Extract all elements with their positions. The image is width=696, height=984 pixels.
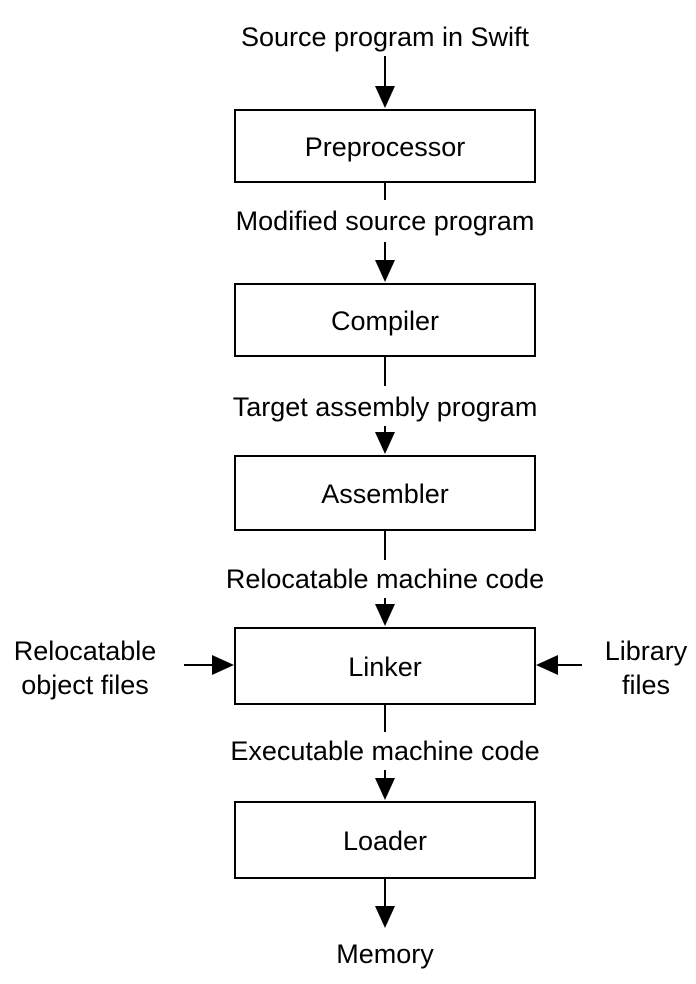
assembler-label: Assembler bbox=[321, 479, 449, 509]
compiler-node: Compiler bbox=[234, 283, 536, 357]
relocatable-object-files-label-line2: object files bbox=[21, 670, 149, 700]
compiler-label: Compiler bbox=[331, 306, 439, 336]
target-assembly-program-label: Target assembly program bbox=[233, 392, 538, 422]
executable-machine-code-label: Executable machine code bbox=[230, 736, 539, 766]
linker-box bbox=[234, 627, 536, 705]
library-files-label-line1: Library bbox=[605, 636, 688, 666]
preprocessor-label: Preprocessor bbox=[305, 132, 466, 162]
loader-node: Loader bbox=[234, 801, 536, 879]
compiler-box bbox=[234, 283, 536, 357]
source-program-label: Source program in Swift bbox=[241, 22, 530, 52]
modified-source-program-label: Modified source program bbox=[236, 206, 535, 236]
assembler-box bbox=[234, 455, 536, 531]
arrow-to-linker bbox=[375, 598, 395, 626]
memory-label: Memory bbox=[336, 939, 434, 969]
arrow-input-to-preprocessor bbox=[375, 56, 395, 108]
library-files-label-line2: files bbox=[622, 670, 670, 700]
loader-label: Loader bbox=[343, 826, 427, 856]
arrow-to-assembler bbox=[375, 426, 395, 454]
relocatable-object-files-label-line1: Relocatable bbox=[14, 636, 157, 666]
linker-node: Linker bbox=[234, 627, 536, 705]
arrow-library-files-to-linker bbox=[536, 655, 582, 675]
loader-box bbox=[234, 801, 536, 879]
arrow-loader-to-memory bbox=[375, 878, 395, 928]
preprocessor-node: Preprocessor bbox=[234, 109, 536, 183]
arrow-object-files-to-linker bbox=[184, 655, 234, 675]
arrow-to-loader bbox=[375, 770, 395, 800]
relocatable-machine-code-label: Relocatable machine code bbox=[226, 564, 544, 594]
linker-label: Linker bbox=[348, 652, 422, 682]
assembler-node: Assembler bbox=[234, 455, 536, 531]
arrow-to-compiler bbox=[375, 242, 395, 282]
